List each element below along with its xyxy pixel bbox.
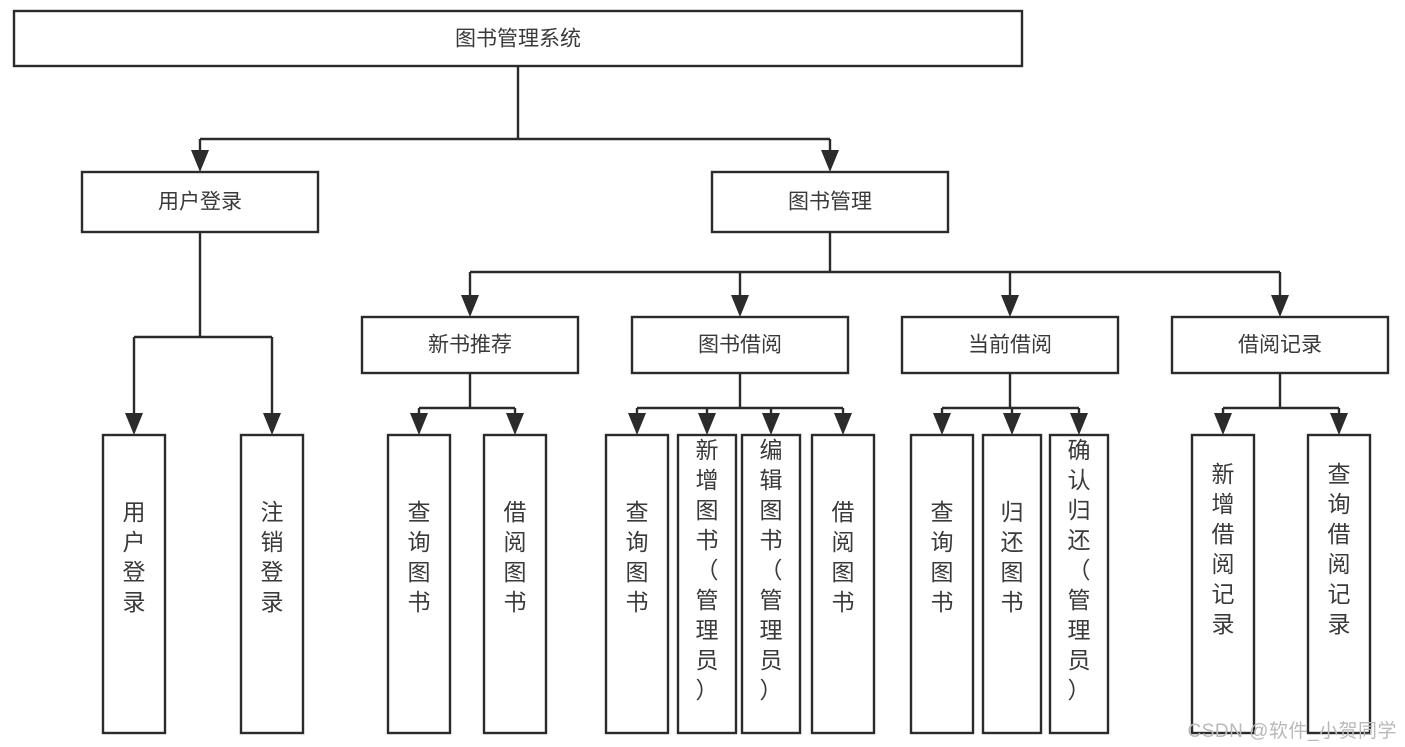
node-current-borrow-label: 当前借阅 (968, 334, 1052, 357)
connector-group-book-management (461, 232, 1289, 317)
leaf-add-borrow-record-label: 新增借阅记录 (1212, 461, 1235, 637)
leaf-borrow-book-recommend[interactable]: 借阅图书 (482, 433, 548, 735)
node-borrow-record[interactable]: 借阅记录 (1170, 315, 1390, 375)
leaf-confirm-return-admin-label: 确认归还（管理员） (1068, 437, 1091, 703)
node-book-management-label: 图书管理 (788, 191, 872, 214)
leaf-query-book-recommend[interactable]: 查询图书 (386, 433, 452, 735)
connector-group-new-book (410, 373, 524, 435)
connector-group-borrow-record (1214, 373, 1348, 435)
leaf-add-book-admin-label: 新增图书（管理员） (696, 437, 719, 703)
node-new-book-recommend[interactable]: 新书推荐 (360, 315, 580, 375)
leaf-logout[interactable]: 注销登录 (239, 433, 305, 735)
node-current-borrow[interactable]: 当前借阅 (900, 315, 1120, 375)
leaf-query-book-borrow[interactable]: 查询图书 (604, 433, 670, 735)
leaf-return-book[interactable]: 归还图书 (981, 433, 1043, 735)
leaf-return-book-label: 归还图书 (1001, 499, 1024, 615)
leaf-borrow-book-label: 借阅图书 (832, 499, 855, 615)
leaf-user-login-label: 用户登录 (123, 499, 146, 615)
leaf-query-borrow-record-label: 查询借阅记录 (1328, 461, 1351, 637)
leaf-logout-label: 注销登录 (261, 499, 284, 615)
leaf-query-book-current[interactable]: 查询图书 (909, 433, 975, 735)
leaf-add-book-admin[interactable]: 新增图书（管理员） (676, 433, 738, 735)
node-book-management[interactable]: 图书管理 (710, 170, 950, 234)
leaf-edit-book-admin[interactable]: 编辑图书（管理员） (740, 433, 802, 735)
node-book-borrow[interactable]: 图书借阅 (630, 315, 850, 375)
node-book-borrow-label: 图书借阅 (698, 334, 782, 357)
connector-group-book-borrow (628, 373, 852, 435)
leaf-borrow-book-recommend-label: 借阅图书 (504, 499, 527, 615)
leaf-query-borrow-record[interactable]: 查询借阅记录 (1306, 433, 1372, 735)
node-borrow-record-label: 借阅记录 (1238, 334, 1322, 357)
leaf-confirm-return-admin[interactable]: 确认归还（管理员） (1048, 433, 1110, 735)
leaf-user-login[interactable]: 用户登录 (101, 433, 167, 735)
node-root[interactable]: 图书管理系统 (12, 9, 1024, 68)
leaf-edit-book-admin-label: 编辑图书（管理员） (760, 437, 783, 703)
leaf-query-book-recommend-label: 查询图书 (408, 499, 431, 615)
connector-group-current-borrow (933, 373, 1088, 435)
node-user-login-label: 用户登录 (158, 191, 242, 214)
leaf-query-book-current-label: 查询图书 (931, 499, 954, 615)
connector-group-root (191, 66, 839, 172)
node-new-book-recommend-label: 新书推荐 (428, 334, 512, 357)
node-root-label: 图书管理系统 (455, 28, 581, 51)
leaf-borrow-book[interactable]: 借阅图书 (810, 433, 876, 735)
connector-group-user-login (125, 232, 281, 435)
leaf-add-borrow-record[interactable]: 新增借阅记录 (1190, 433, 1256, 735)
node-user-login[interactable]: 用户登录 (80, 170, 320, 234)
csdn-watermark: CSDN @软件_小贺同学 (1187, 721, 1397, 742)
leaf-query-book-borrow-label: 查询图书 (626, 499, 649, 615)
